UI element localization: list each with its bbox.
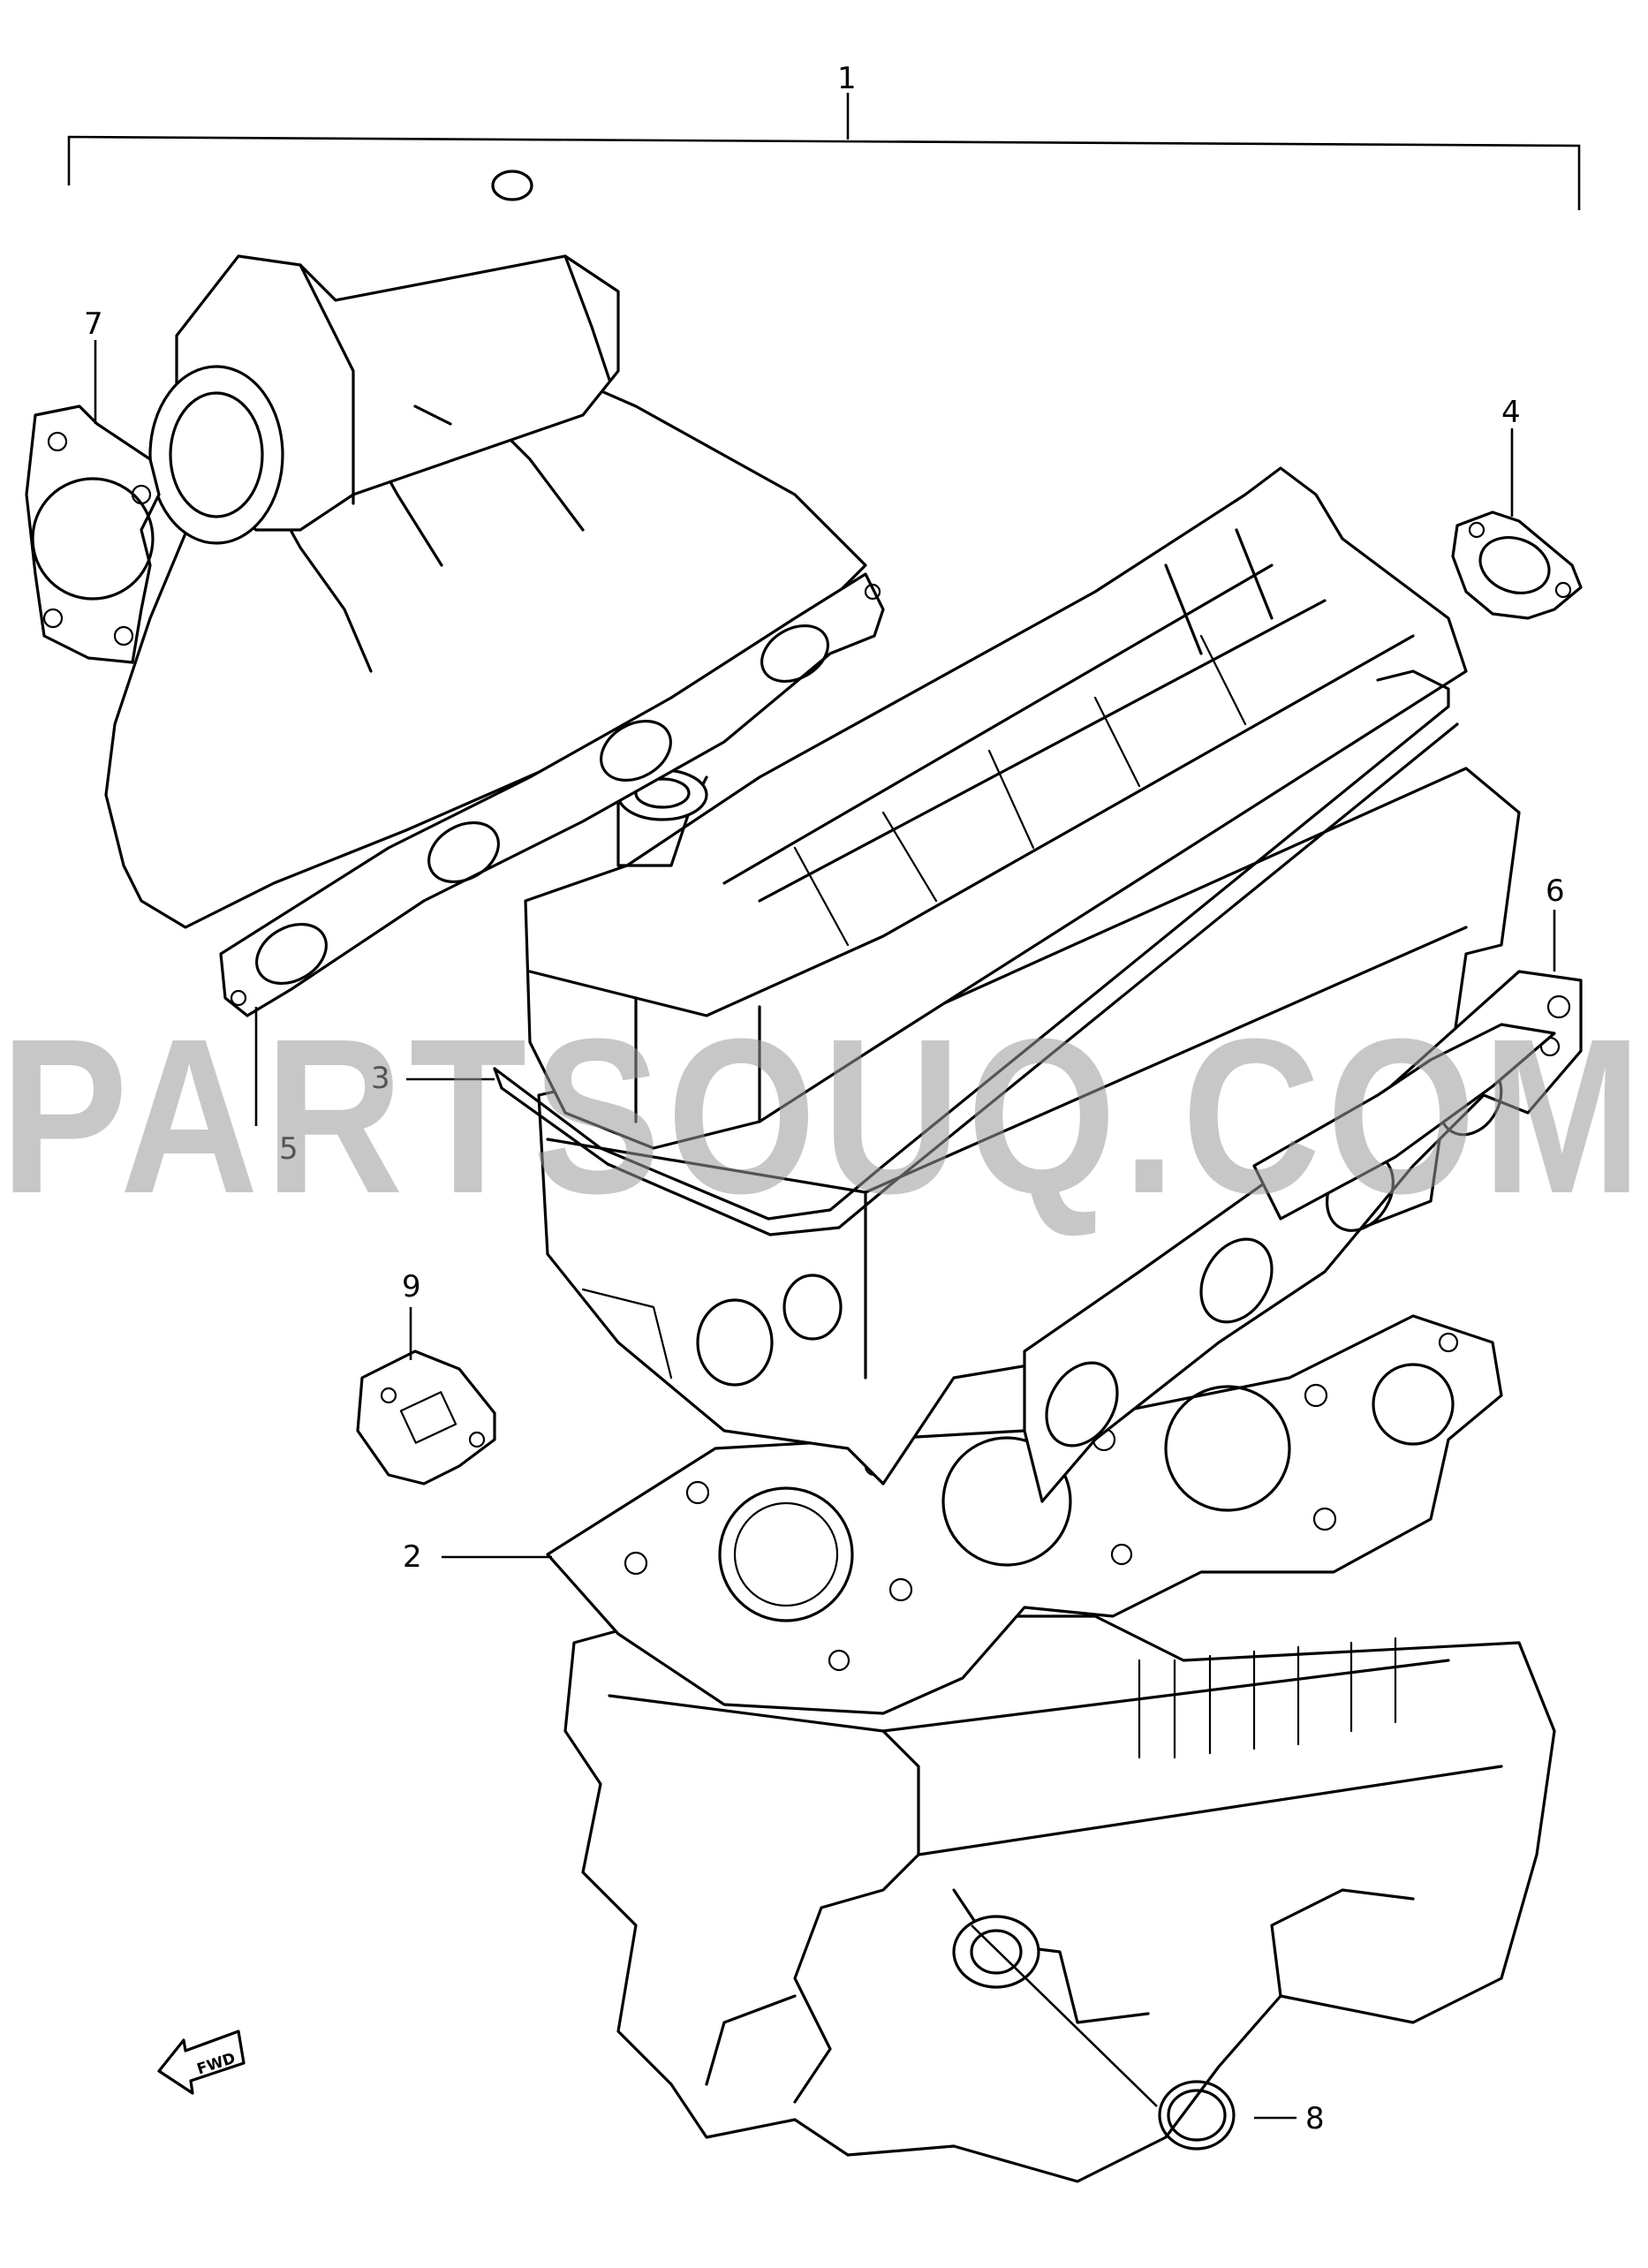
callout-9: 9: [402, 1269, 421, 1304]
callout-2: 2: [403, 1539, 422, 1575]
intake-manifold-gasket: [219, 572, 885, 1017]
callout-6: 6: [1546, 873, 1565, 909]
fwd-arrow: FWD: [157, 2030, 246, 2095]
callout-7: 7: [84, 306, 103, 342]
callout-labels: 1 7 4 6 3 5 9 2 8: [84, 61, 1565, 2136]
cylinder-block: [563, 1614, 1556, 2183]
exhaust-manifold-gasket: [1023, 970, 1583, 1503]
cylinder-head: [537, 767, 1521, 1486]
throttle-body-gasket: [25, 404, 161, 664]
gasket-set-bracket: [67, 93, 1581, 210]
watermark-text: PARTSOUQ.COM: [0, 993, 1648, 1239]
small-plate-gasket: [356, 1349, 496, 1486]
callout-1: 1: [837, 61, 857, 96]
water-outlet-gasket: [1451, 510, 1583, 620]
callout-4: 4: [1501, 395, 1521, 430]
callout-3: 3: [371, 1061, 390, 1096]
leader-lines: [94, 340, 1556, 2120]
o-ring: [1158, 2080, 1236, 2151]
intake-manifold: [104, 170, 867, 929]
callout-5: 5: [279, 1131, 299, 1167]
head-cover-gasket: [493, 669, 1459, 1236]
cylinder-head-gasket: [546, 1314, 1503, 1715]
callout-8: 8: [1305, 2101, 1325, 2136]
